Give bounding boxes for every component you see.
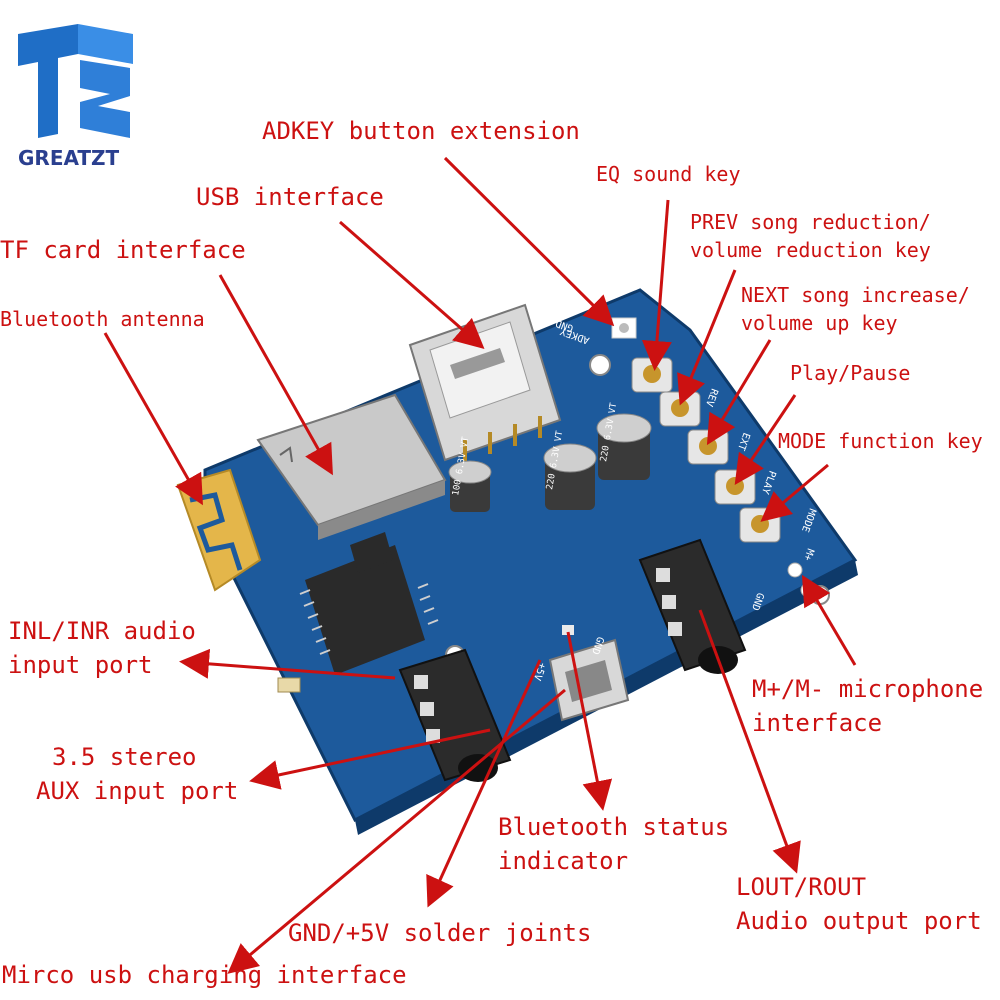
label-inl-line1: INL/INR audio (8, 617, 196, 645)
label-next-line2: volume up key (741, 311, 898, 335)
arrow-prev (677, 269, 737, 406)
eq-button (631, 357, 673, 393)
arrow-bt-status (566, 631, 613, 811)
adkey-pads (611, 317, 637, 339)
play-button (714, 469, 756, 505)
label-lout-line1: LOUT/ROUT (736, 873, 867, 901)
label-usb-interface: USB interface (196, 183, 384, 211)
label-eq-key: EQ sound key (596, 162, 741, 186)
label-aux-line1: 3.5 stereo (52, 743, 197, 771)
label-bt-status-line1: Bluetooth status (498, 813, 730, 841)
capacitor-2 (596, 413, 652, 480)
usb-port (408, 303, 562, 462)
arrow-eq (641, 199, 672, 371)
label-bt-status-line2: indicator (498, 847, 629, 875)
label-bluetooth-antenna: Bluetooth antenna (0, 307, 205, 331)
label-play-pause: Play/Pause (790, 361, 911, 385)
small-ic (350, 532, 393, 573)
label-micro-usb: Mirco usb charging interface (2, 961, 407, 989)
arrow-adkey (443, 156, 615, 327)
next-button (687, 429, 729, 465)
arrow-tf (218, 274, 333, 476)
label-tf-card-interface: TF card interface (0, 236, 246, 264)
micro-usb-port (548, 638, 630, 722)
arrow-play (734, 394, 797, 485)
label-mic-line2: interface (752, 709, 883, 737)
arrow-micro-usb (227, 688, 566, 974)
arrow-gnd5v (426, 659, 542, 908)
label-prev-line1: PREV song reduction/ (690, 210, 931, 234)
main-ic (299, 545, 439, 675)
arrow-mic (801, 574, 857, 666)
prev-button (659, 391, 701, 427)
capacitor-1 (543, 443, 597, 510)
arrow-aux (249, 728, 491, 790)
arrow-inl (179, 648, 396, 680)
crystal (277, 677, 301, 693)
label-aux-line2: AUX input port (36, 777, 239, 805)
mode-button (739, 507, 781, 543)
arrow-antenna (103, 332, 203, 506)
arrow-usb (339, 220, 485, 349)
capacitor-3 (448, 460, 492, 512)
label-inl-line2: input port (8, 651, 153, 679)
arrow-lout (698, 609, 801, 874)
label-mic-line1: M+/M- microphone (752, 675, 984, 703)
arrow-next (706, 339, 772, 446)
silk-mic-plus: M+ (801, 547, 815, 562)
bt-status-led (562, 625, 574, 635)
label-gnd-5v: GND/+5V solder joints (288, 919, 592, 947)
label-next-line1: NEXT song increase/ (741, 283, 970, 307)
arrow-mode (760, 463, 829, 522)
label-adkey-extension: ADKEY button extension (262, 117, 580, 145)
brand-logo (18, 24, 133, 138)
label-lout-line2: Audio output port (736, 907, 982, 935)
label-mode-key: MODE function key (778, 429, 983, 453)
brand-name: GREATZT (18, 146, 120, 170)
label-prev-line2: volume reduction key (690, 238, 931, 262)
